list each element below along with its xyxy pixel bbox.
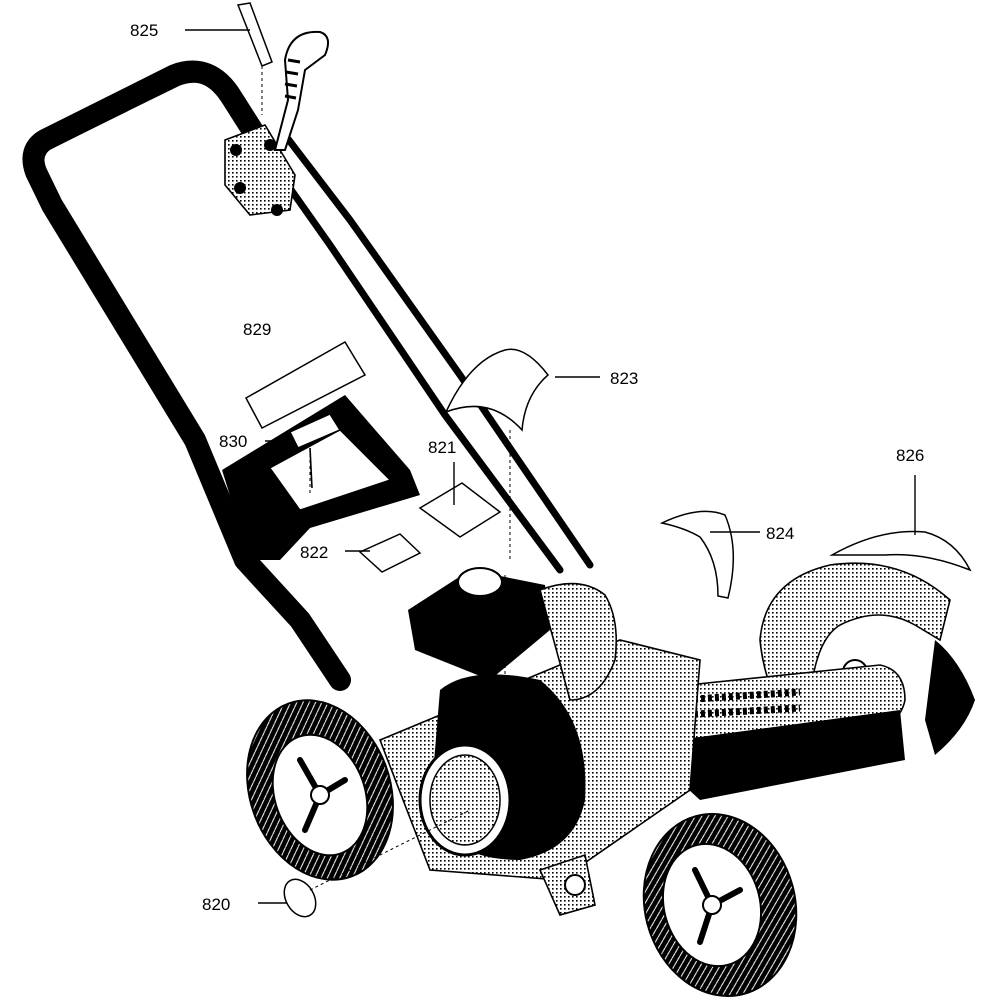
deflector-strip-824 xyxy=(659,510,735,599)
decal-829 xyxy=(244,340,367,430)
rear-wheel xyxy=(246,699,394,881)
callout-826: 826 xyxy=(896,446,924,465)
decal-825 xyxy=(236,2,273,67)
callout-824: 824 xyxy=(766,524,794,543)
control-lever xyxy=(273,30,330,151)
callout-821: 821 xyxy=(428,438,456,457)
decal-826 xyxy=(829,530,972,572)
front-wheel xyxy=(642,813,798,997)
decal-830 xyxy=(288,413,342,449)
decal-822 xyxy=(358,533,422,573)
callout-825: 825 xyxy=(130,21,158,40)
drive-arm xyxy=(638,664,906,800)
callout-830: 830 xyxy=(219,432,247,451)
decal-821 xyxy=(418,482,502,538)
callout-823: 823 xyxy=(610,369,638,388)
decal-823 xyxy=(444,348,550,432)
height-adjuster xyxy=(538,853,596,916)
hubcap-820 xyxy=(283,878,317,918)
leader-lines xyxy=(185,29,916,904)
callout-820: 820 xyxy=(202,895,230,914)
callout-829: 829 xyxy=(243,320,271,339)
callout-822: 822 xyxy=(300,543,328,562)
engine xyxy=(408,567,618,860)
